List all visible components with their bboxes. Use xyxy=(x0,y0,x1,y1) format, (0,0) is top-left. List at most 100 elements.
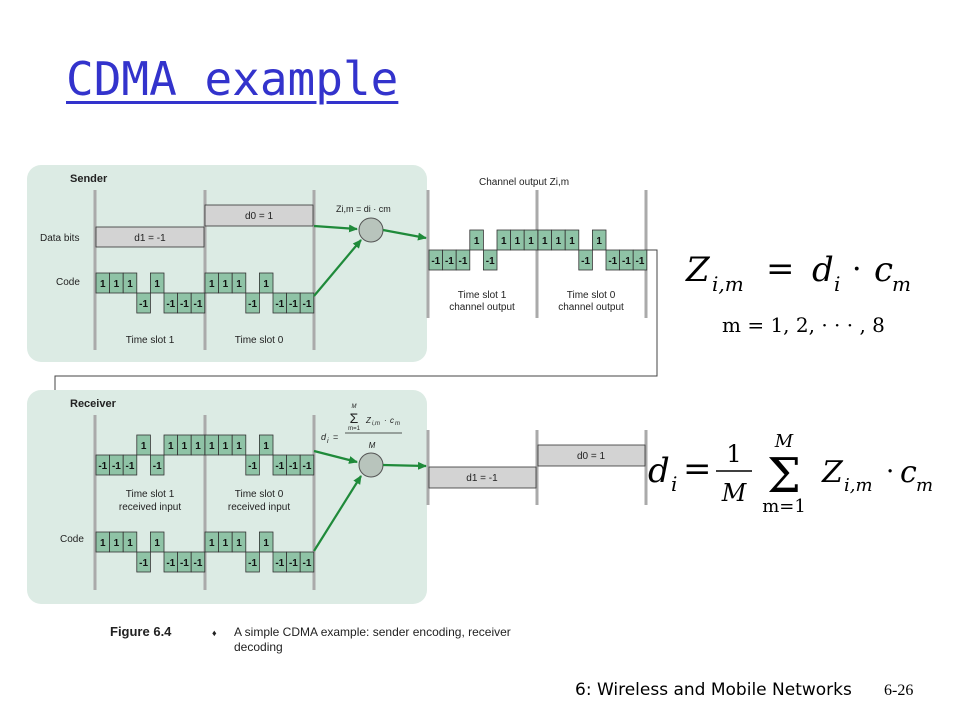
channel-output-chip-s1-3 xyxy=(578,249,593,271)
receiver-code-chip-s0-3 xyxy=(136,551,151,573)
receiver-input-chip-label-s0-5: 1 xyxy=(168,441,174,452)
sender-code-chip-s0-4 xyxy=(149,272,165,294)
sender-mixer xyxy=(358,217,384,243)
svg-text:i: i xyxy=(834,272,840,296)
receiver-code-chip-label-s1-3: -1 xyxy=(248,558,257,569)
channel-output-chip-label-s1-7: -1 xyxy=(636,256,645,267)
channel-output-chip-label-s0-3: 1 xyxy=(474,236,480,247)
receiver-input-chip-s0-2 xyxy=(122,454,138,476)
svg-text:M: M xyxy=(369,441,376,450)
equation-d: d i = 1 M M Σ m=1 Z i,m · c m xyxy=(648,431,933,517)
receiver-input-chip-label-s0-2: -1 xyxy=(126,461,135,472)
svg-text:d: d xyxy=(812,250,834,290)
footer-page-number: 6-26 xyxy=(884,682,914,699)
receiver-slot0-line2: received input xyxy=(228,502,290,513)
caption-bullet: ♦ xyxy=(212,628,217,638)
sender-code-chip-label-s0-1: 1 xyxy=(114,279,120,290)
receiver-input-chip-label-s1-6: -1 xyxy=(289,461,298,472)
svg-text:=: = xyxy=(683,449,712,489)
receiver-input-chip-s0-4 xyxy=(149,454,165,476)
svg-text:i,m: i,m xyxy=(844,475,873,496)
receiver-input-chip-label-s1-1: 1 xyxy=(223,441,229,452)
receiver-code-chip-label-s0-4: 1 xyxy=(154,538,160,549)
receiver-input-chip-label-s1-7: -1 xyxy=(303,461,312,472)
channel-output-chip-label-s1-0: 1 xyxy=(542,236,548,247)
receiver-code-chip-label-s1-0: 1 xyxy=(209,538,215,549)
svg-text:Z: Z xyxy=(365,416,372,425)
svg-text:=: = xyxy=(766,249,795,289)
receiver-input-chip-label-s0-6: 1 xyxy=(182,441,188,452)
receiver-code-label: Code xyxy=(60,534,84,545)
sender-code-chip-s1-7 xyxy=(299,292,315,314)
svg-text:c: c xyxy=(874,250,893,290)
sender-code-chip-label-s1-6: -1 xyxy=(289,299,298,310)
svg-text:=: = xyxy=(333,432,338,442)
svg-text:·: · xyxy=(852,252,862,287)
svg-text:m: m xyxy=(892,272,911,296)
svg-text:M: M xyxy=(721,479,748,507)
data-bits-label: Data bits xyxy=(40,233,79,244)
channel-output-chip-label-s1-5: -1 xyxy=(608,256,617,267)
receiver-input-chip-label-s0-3: 1 xyxy=(141,441,147,452)
channel-output-chip-s0-4 xyxy=(482,249,498,271)
caption-text-line1: A simple CDMA example: sender encoding, … xyxy=(234,625,511,639)
svg-text:·: · xyxy=(886,457,894,487)
channel-output-chip-label-s0-7: 1 xyxy=(528,236,534,247)
channel-output-chip-label-s1-2: 1 xyxy=(569,236,575,247)
sender-code-chip-label-s0-6: -1 xyxy=(180,299,189,310)
svg-text:M: M xyxy=(774,431,794,452)
receiver-code-chip-s1-4 xyxy=(258,531,274,553)
svg-text:Σ: Σ xyxy=(767,448,801,504)
channel-output-chip-label-s0-0: -1 xyxy=(431,256,440,267)
receiver-input-chip-label-s1-3: -1 xyxy=(248,461,257,472)
svg-text:Z: Z xyxy=(685,250,711,290)
decoded-d1-box xyxy=(428,466,537,489)
sender-code-chip-label-s0-2: 1 xyxy=(127,279,133,290)
sender-code-chip-label-s0-4: 1 xyxy=(154,279,160,290)
receiver-input-chip-label-s0-0: -1 xyxy=(98,461,107,472)
sender-code-chip-s1-3 xyxy=(245,292,260,314)
receiver-input-chip-s1-3 xyxy=(245,454,260,476)
receiver-code-chip-label-s0-0: 1 xyxy=(100,538,106,549)
channel-output-chip-label-s0-1: -1 xyxy=(445,256,454,267)
channel-heading: Channel output Zi,m xyxy=(479,177,569,188)
svg-text:i: i xyxy=(327,438,329,445)
sender-code-chip-s0-7 xyxy=(190,292,206,314)
receiver-code-chip-label-s0-3: -1 xyxy=(139,558,148,569)
receiver-code-chip-label-s1-5: -1 xyxy=(275,558,284,569)
svg-text:d: d xyxy=(648,451,670,491)
receiver-code-chip-label-s0-6: -1 xyxy=(180,558,189,569)
decoded-d0-box xyxy=(537,444,646,467)
sender-code-chip-label-s0-5: -1 xyxy=(166,299,175,310)
channel-output-chip-label-s0-6: 1 xyxy=(515,236,521,247)
channel-output-chip-label-s0-5: 1 xyxy=(501,236,507,247)
svg-text:i: i xyxy=(671,472,677,496)
sender-code-chip-s0-3 xyxy=(136,292,151,314)
receiver-input-chip-s0-3 xyxy=(136,434,151,456)
channel-output-chip-label-s0-2: -1 xyxy=(459,256,468,267)
svg-text:c: c xyxy=(900,455,917,490)
sender-code-chip-label-s1-1: 1 xyxy=(223,279,229,290)
receiver-slot1-line1: Time slot 1 xyxy=(126,489,175,500)
sender-code-chip-label-s0-7: -1 xyxy=(194,299,203,310)
sender-code-chip-s0-2 xyxy=(122,272,138,294)
sender-code-chip-label-s1-0: 1 xyxy=(209,279,215,290)
sender-code-chip-label-s1-3: -1 xyxy=(248,299,257,310)
channel-slot0-line2: channel output xyxy=(558,302,624,313)
receiver-slot0-line1: Time slot 0 xyxy=(235,489,284,500)
svg-text:c: c xyxy=(390,416,394,425)
receiver-code-chip-s0-2 xyxy=(122,531,138,553)
sender-d0-box xyxy=(204,204,314,227)
channel-output-chip-label-s0-4: -1 xyxy=(486,256,495,267)
channel-output-chip-s0-3 xyxy=(469,229,484,251)
receiver-code-chip-label-s1-4: 1 xyxy=(263,538,269,549)
svg-text:d: d xyxy=(321,432,327,442)
receiver-input-chip-s1-4 xyxy=(258,434,274,456)
receiver-mixer xyxy=(358,452,384,478)
receiver-input-chip-label-s1-4: 1 xyxy=(263,441,269,452)
equation-m-range: m = 1, 2, · · · , 8 xyxy=(722,313,885,337)
